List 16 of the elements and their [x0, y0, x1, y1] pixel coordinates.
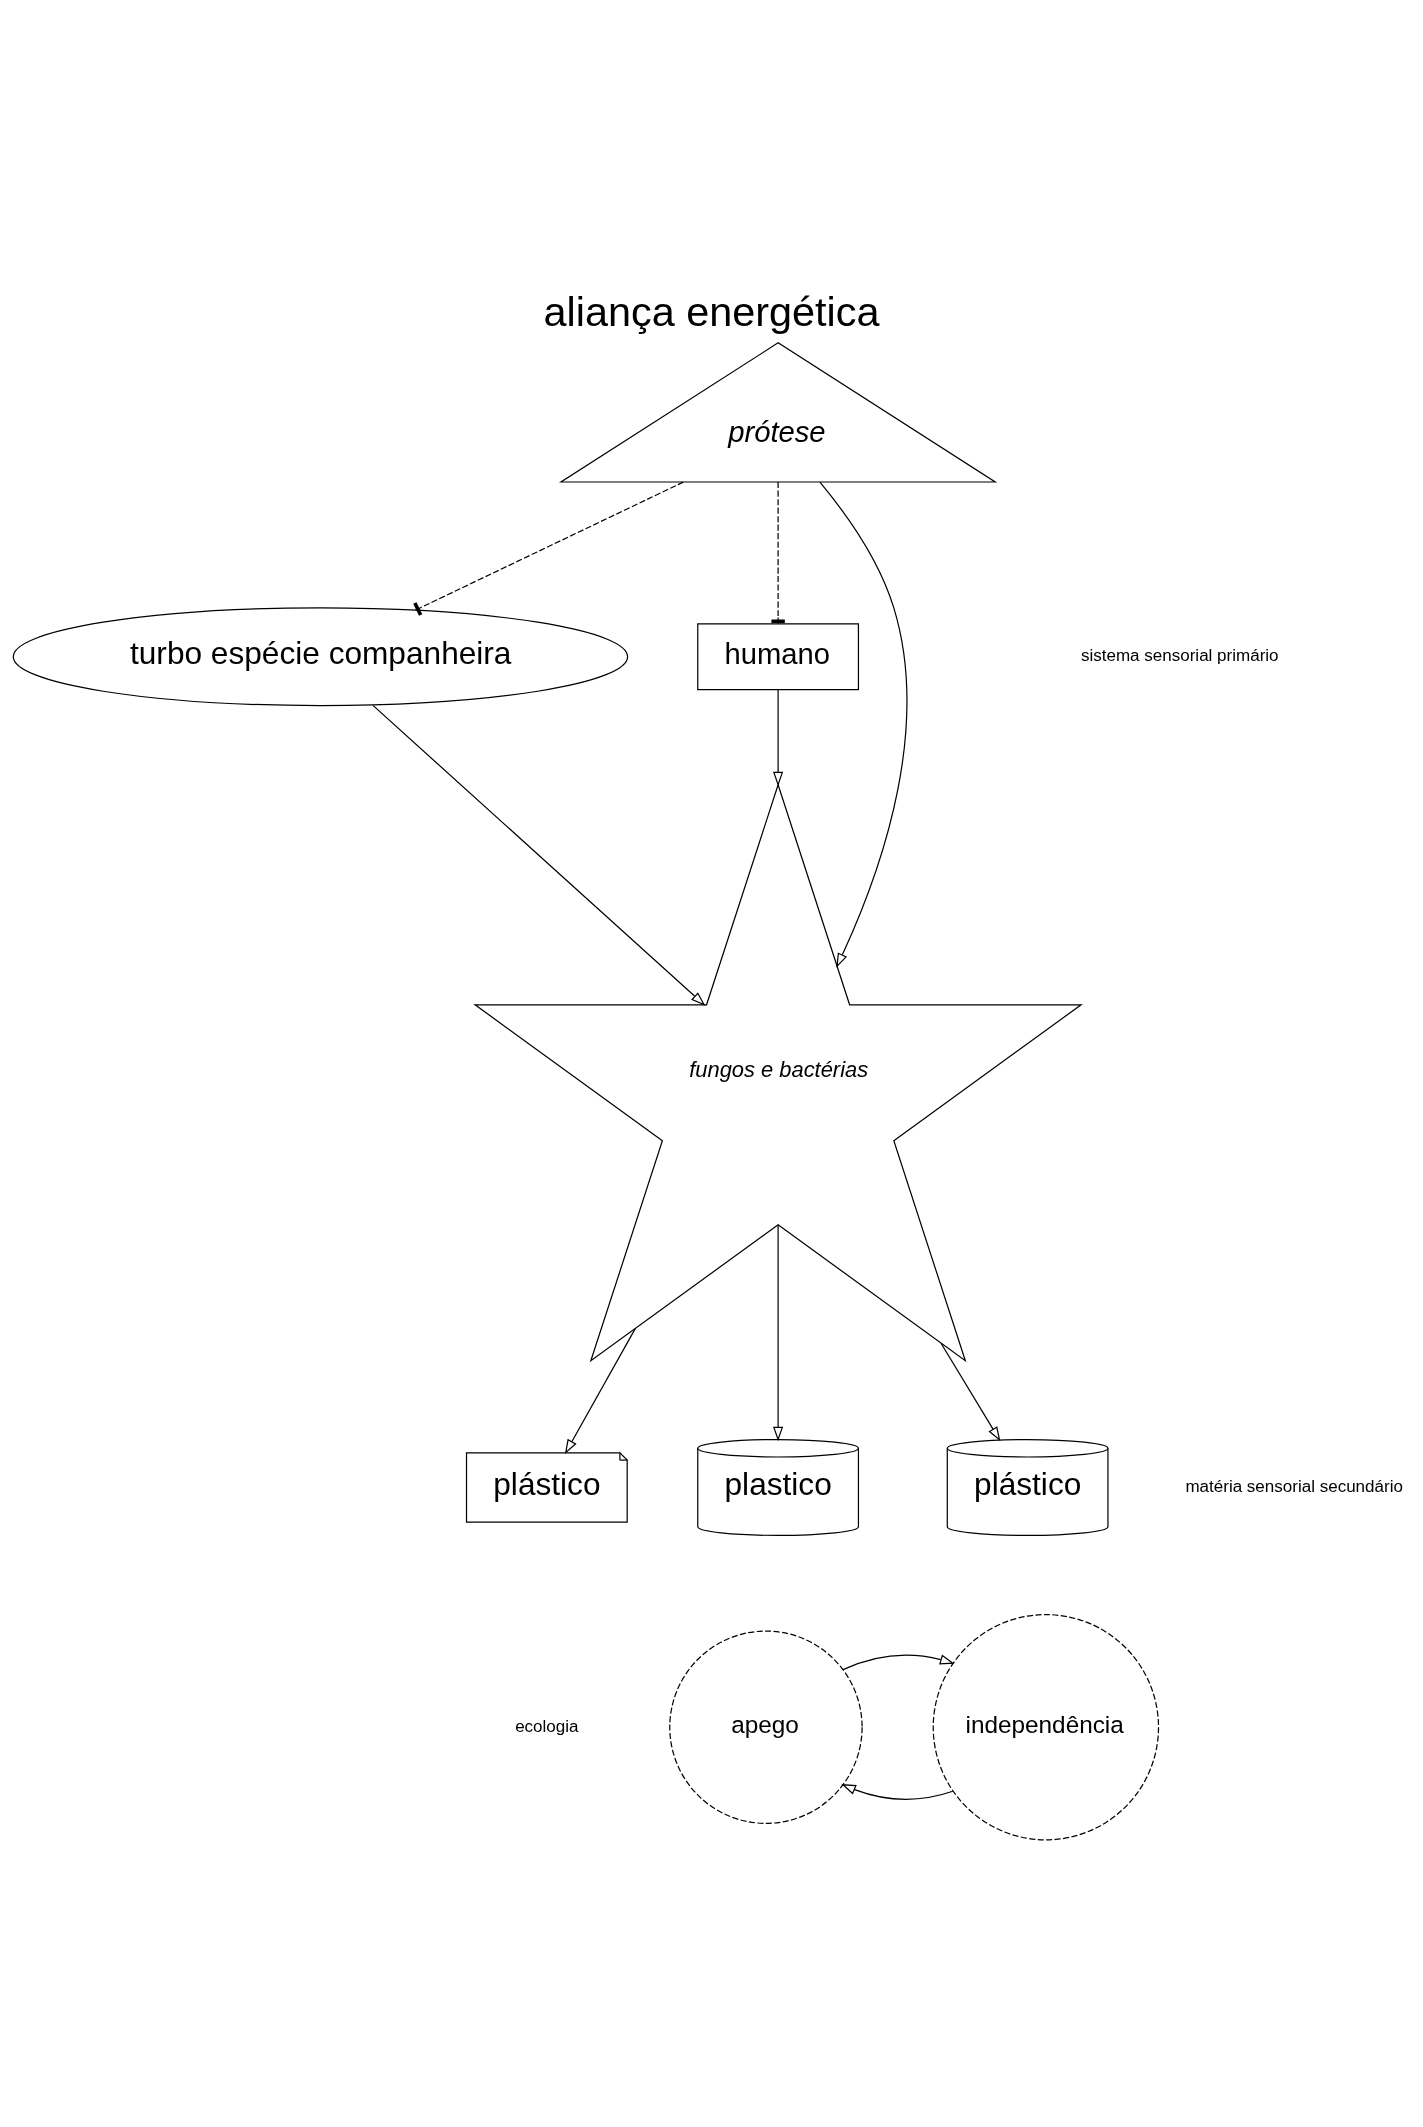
label: ecologia [515, 1716, 579, 1736]
diagram-title: aliança energética [543, 288, 880, 335]
connector [771, 481, 785, 624]
label: matéria sensorial secundário [1185, 1476, 1403, 1496]
arrow [372, 704, 706, 1006]
connector [413, 481, 684, 616]
arrow [564, 1327, 636, 1454]
arrow [841, 1783, 954, 1800]
arrow [842, 1654, 955, 1670]
arrow [819, 481, 908, 968]
arrow [773, 688, 784, 786]
label: sistema sensorial primário [1080, 645, 1279, 665]
node-box: humano [697, 622, 860, 690]
node-circle: apego [669, 1629, 863, 1824]
node-circle: independência [932, 1613, 1160, 1840]
arrow [940, 1342, 1001, 1441]
